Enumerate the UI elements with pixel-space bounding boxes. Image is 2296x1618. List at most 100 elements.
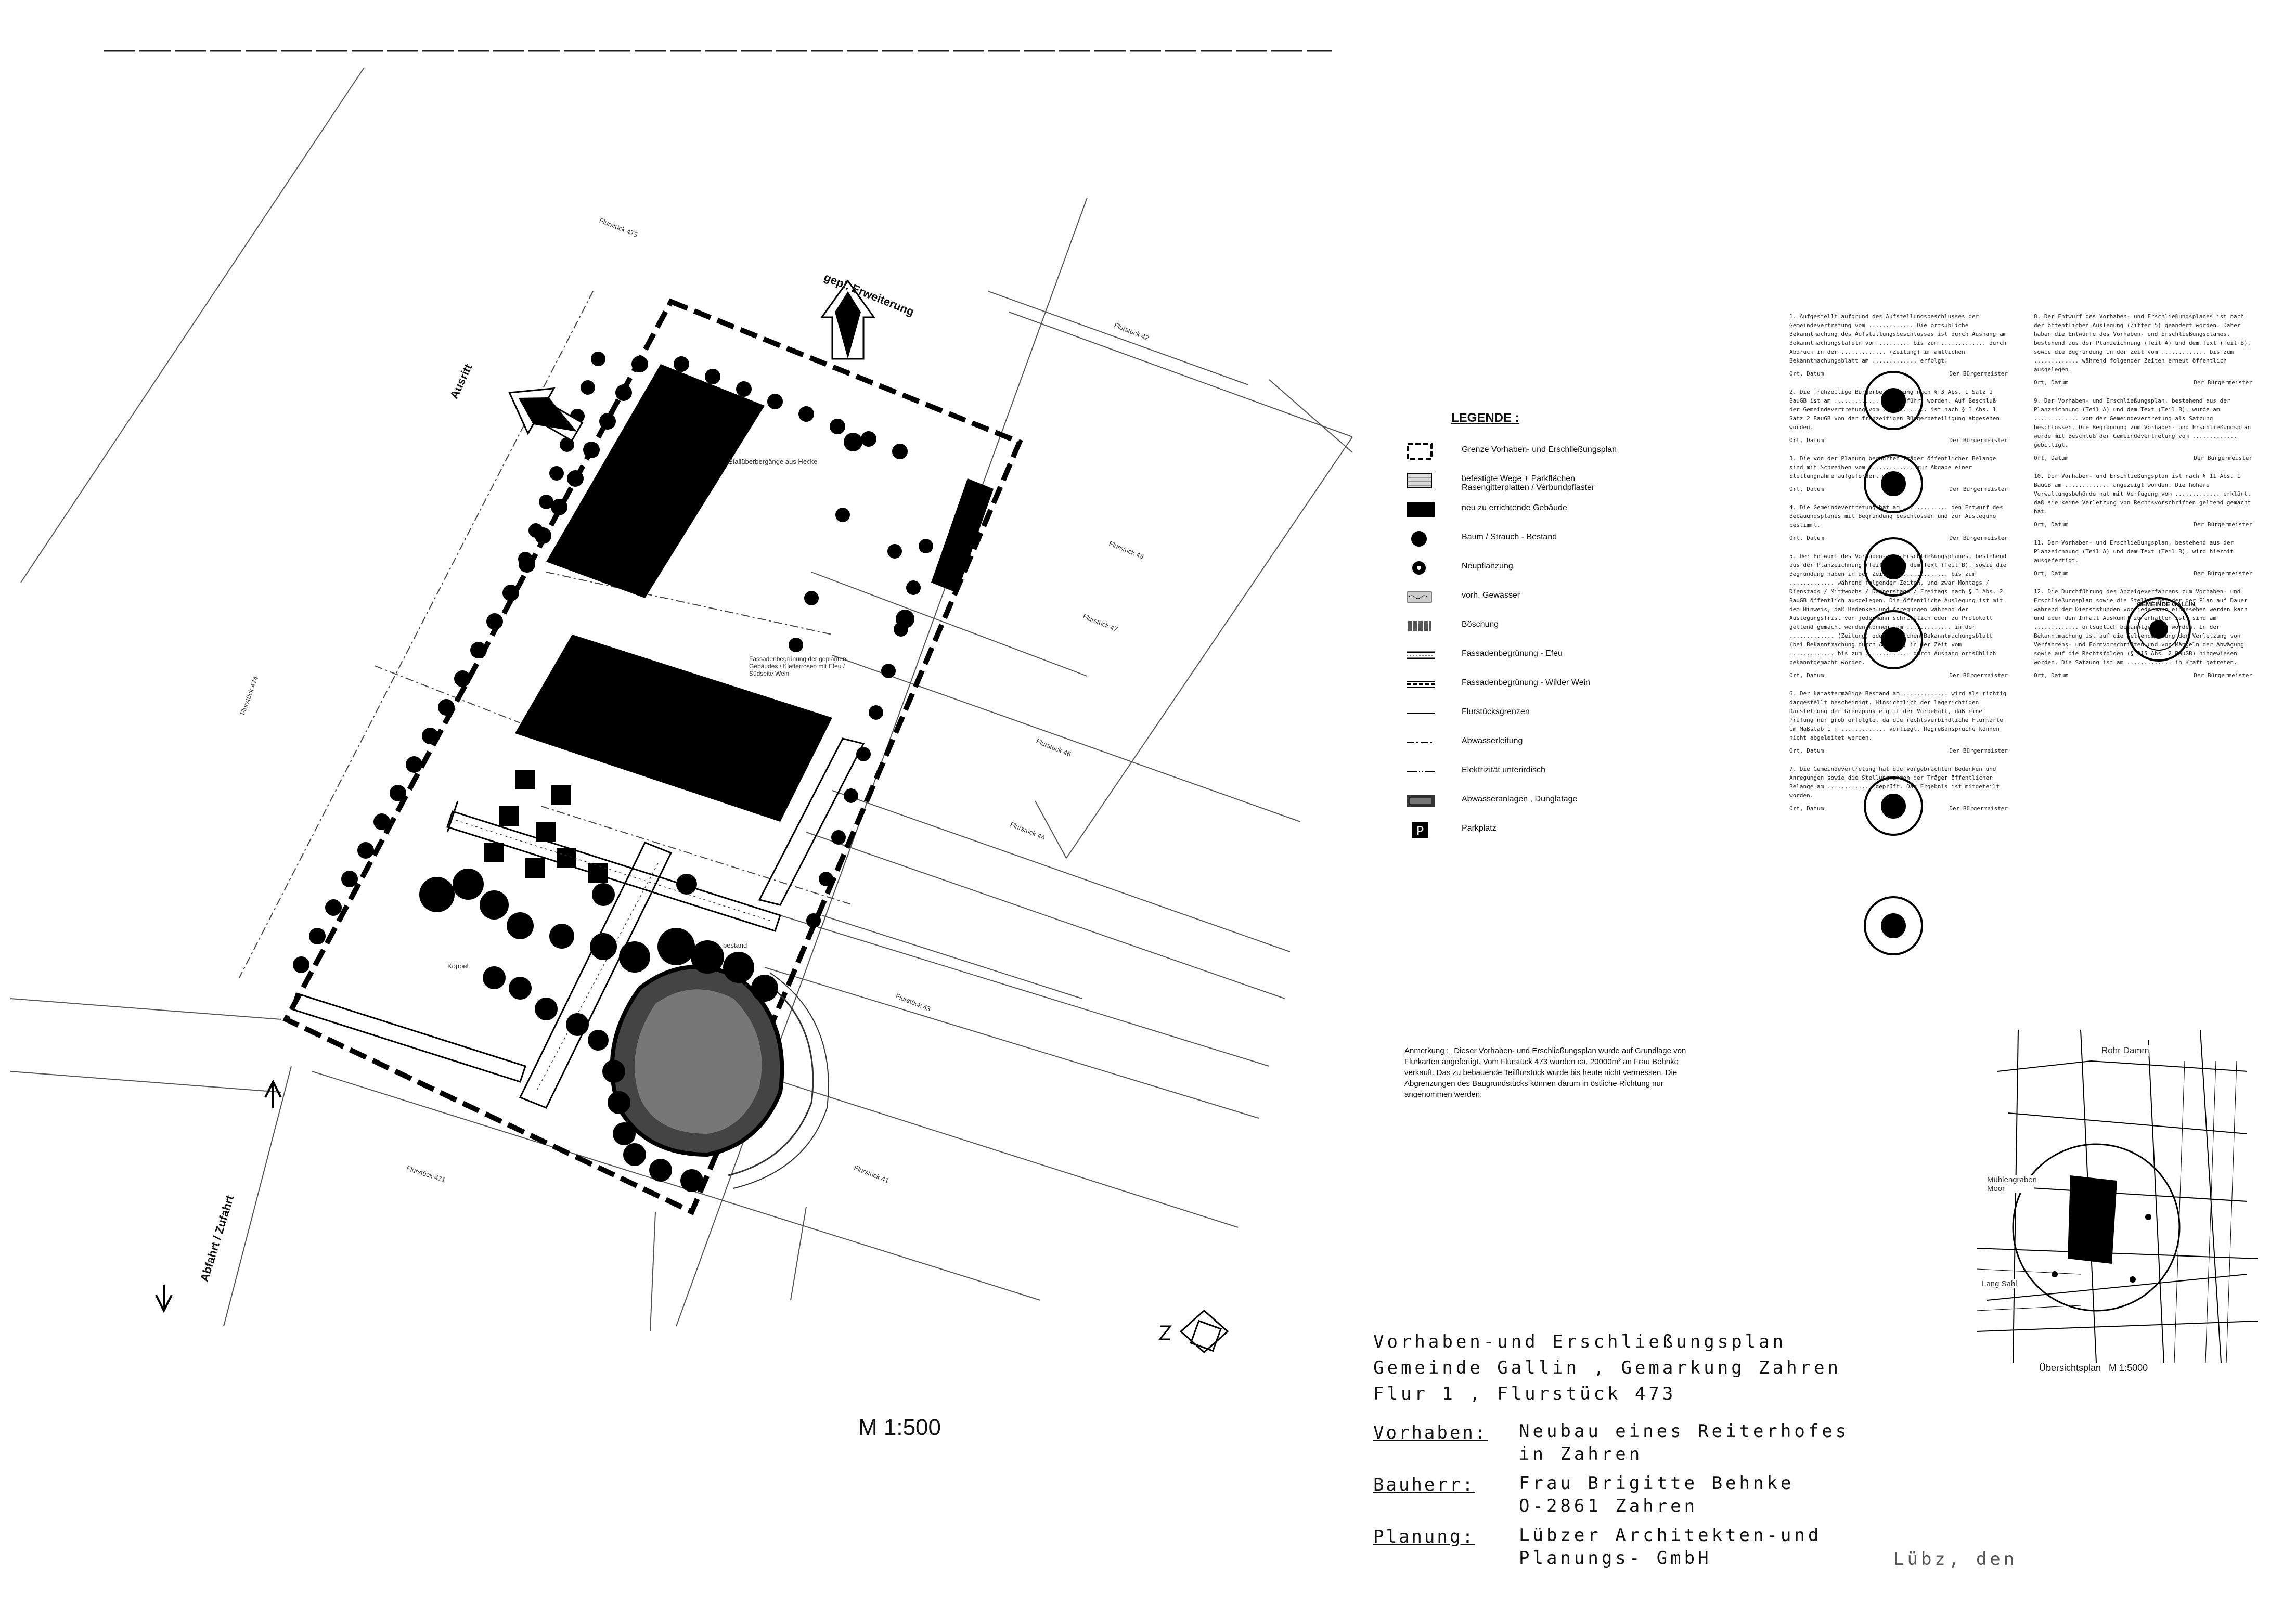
- signature-place-date: Ort, Datum: [2034, 379, 2069, 386]
- tree-symbol: [831, 830, 846, 845]
- tree-symbol: [919, 539, 933, 553]
- legend-text: Grenze Vorhaben- und Erschließungsplan: [1462, 445, 1617, 454]
- seal-stamp-icon: [1864, 371, 1923, 430]
- tree-symbol: [674, 356, 689, 372]
- entrance-arrow-icon: [155, 1079, 282, 1313]
- overview-caption: Übersichtsplan M 1:5000: [2039, 1363, 2148, 1373]
- tree-symbol: [680, 1169, 703, 1192]
- legend-text: neu zu errichtende Gebäude: [1462, 503, 1567, 512]
- seals: [1864, 371, 1923, 955]
- note-text: Dieser Vorhaben- und Erschließungsplan w…: [1404, 1046, 1686, 1099]
- legend-text: Abwasseranlagen , Dunglatage: [1462, 795, 1578, 804]
- tree-symbol: [590, 933, 617, 960]
- tree-symbol: [830, 419, 845, 434]
- signature-mayor: Der Bürgermeister: [1949, 805, 2008, 812]
- embankment-icon: [1407, 621, 1431, 631]
- project-boundary: [282, 298, 1023, 1215]
- signature-line: Ort, Datum Der Bürgermeister: [1789, 485, 2008, 494]
- tree-symbol: [454, 670, 471, 687]
- tree-symbol: [549, 466, 564, 481]
- signature-mayor: Der Bürgermeister: [1949, 437, 2008, 444]
- tree-symbol: [806, 913, 821, 928]
- seal-stamp-icon: [1864, 776, 1923, 836]
- tree-symbol: [507, 912, 534, 939]
- tree-symbol: [551, 499, 567, 515]
- tree-symbol: [613, 1122, 636, 1145]
- hedge-note: Stallüberbergänge aus Hecke: [728, 458, 818, 465]
- tree-symbol: [518, 552, 533, 566]
- tree-symbol: [705, 369, 720, 384]
- tree-existing-icon: [1411, 531, 1427, 547]
- legend-item-parcel-line: Flurstücksgrenzen: [1404, 704, 1675, 725]
- tree-symbol: [608, 1091, 630, 1114]
- tree-symbol: [419, 877, 455, 912]
- tree-symbol: [480, 890, 509, 920]
- facade-note: Fassadenbegrünung der geplanten Gebäudes…: [749, 655, 846, 677]
- seal-stamp-center: [1881, 388, 1906, 413]
- facade-vine-icon: [1407, 681, 1435, 688]
- legend-item-sewage-plant: Abwasseranlagen , Dunglatage: [1404, 792, 1675, 812]
- planner-value: Lübzer Architekten-und Planungs- GmbH: [1519, 1525, 1822, 1569]
- tree-symbol: [470, 642, 487, 658]
- tree-symbol: [566, 1013, 589, 1036]
- seal-right: [2126, 597, 2191, 662]
- seal-stamp-center: [1881, 471, 1906, 496]
- tree-symbol: [509, 977, 532, 1000]
- seal-stamp-icon: [1864, 610, 1923, 669]
- legend-item-sewer-line: Abwasserleitung: [1404, 733, 1675, 754]
- tree-symbol: [723, 952, 754, 983]
- dashed-boundary-icon: [1407, 443, 1433, 460]
- title-line-3: Flur 1 , Flurstück 473: [1373, 1383, 1676, 1404]
- tree-symbol: [502, 585, 519, 601]
- tree-symbol: [804, 591, 819, 605]
- sewage-plant-icon: [1407, 795, 1435, 807]
- tree-symbol: [588, 1030, 609, 1051]
- tree-symbol: [861, 431, 876, 447]
- seal-stamp-icon: [1864, 454, 1923, 513]
- title-line-2: Gemeinde Gallin , Gemarkung Zahren: [1373, 1357, 1841, 1378]
- legend-text: Elektrizität unterirdisch: [1462, 766, 1545, 774]
- tree-symbol: [325, 899, 342, 916]
- planner-label: Planung:: [1373, 1526, 1475, 1547]
- legend-item-embankment: Böschung: [1404, 617, 1675, 638]
- tree-symbol: [615, 384, 632, 401]
- tree-symbol: [736, 381, 752, 397]
- tree-symbol: [583, 442, 600, 458]
- signature-mayor: Der Bürgermeister: [2194, 455, 2252, 461]
- signature-place-date: Ort, Datum: [1789, 486, 1824, 493]
- procedure-paragraph: 11. Der Vorhaben- und Erschließungsplan,…: [2034, 539, 2234, 564]
- legend-title: LEGENDE :: [1451, 411, 1519, 425]
- signature-mayor: Der Bürgermeister: [2194, 672, 2252, 679]
- procedure-paragraph: 8. Der Entwurf des Vorhaben- und Erschli…: [2034, 313, 2251, 373]
- building-black-icon: [1407, 502, 1435, 517]
- legend-text: Baum / Strauch - Bestand: [1462, 533, 1557, 541]
- tree-symbol: [819, 872, 833, 886]
- legend-item-building-black: neu zu errichtende Gebäude: [1404, 500, 1675, 521]
- seal-stamp-center: [1881, 554, 1906, 579]
- ride-out-arrow-icon: [508, 387, 584, 442]
- tree-symbol: [390, 785, 406, 801]
- legend-text: Fassadenbegrünung - Efeu: [1462, 649, 1563, 658]
- tree-symbol: [535, 998, 558, 1020]
- project-value: Neubau eines Reiterhofes in Zahren: [1519, 1421, 1850, 1465]
- trees: [293, 352, 933, 1192]
- note-block: Anmerkung : Dieser Vorhaben- und Erschli…: [1404, 1045, 1696, 1100]
- signature-mayor: Der Bürgermeister: [1949, 486, 2008, 493]
- legend-text: vorh. Gewässer: [1462, 591, 1520, 600]
- sewer-line-icon: [1407, 742, 1435, 743]
- signature-place-date: Ort, Datum: [2034, 521, 2069, 528]
- seal-stamp-center: [1881, 627, 1906, 652]
- existing-label: bestand: [723, 941, 747, 949]
- signature-mayor: Der Bürgermeister: [1949, 535, 2008, 541]
- procedure-paragraph: 1. Aufgestellt aufgrund des Aufstellungs…: [1789, 313, 2007, 364]
